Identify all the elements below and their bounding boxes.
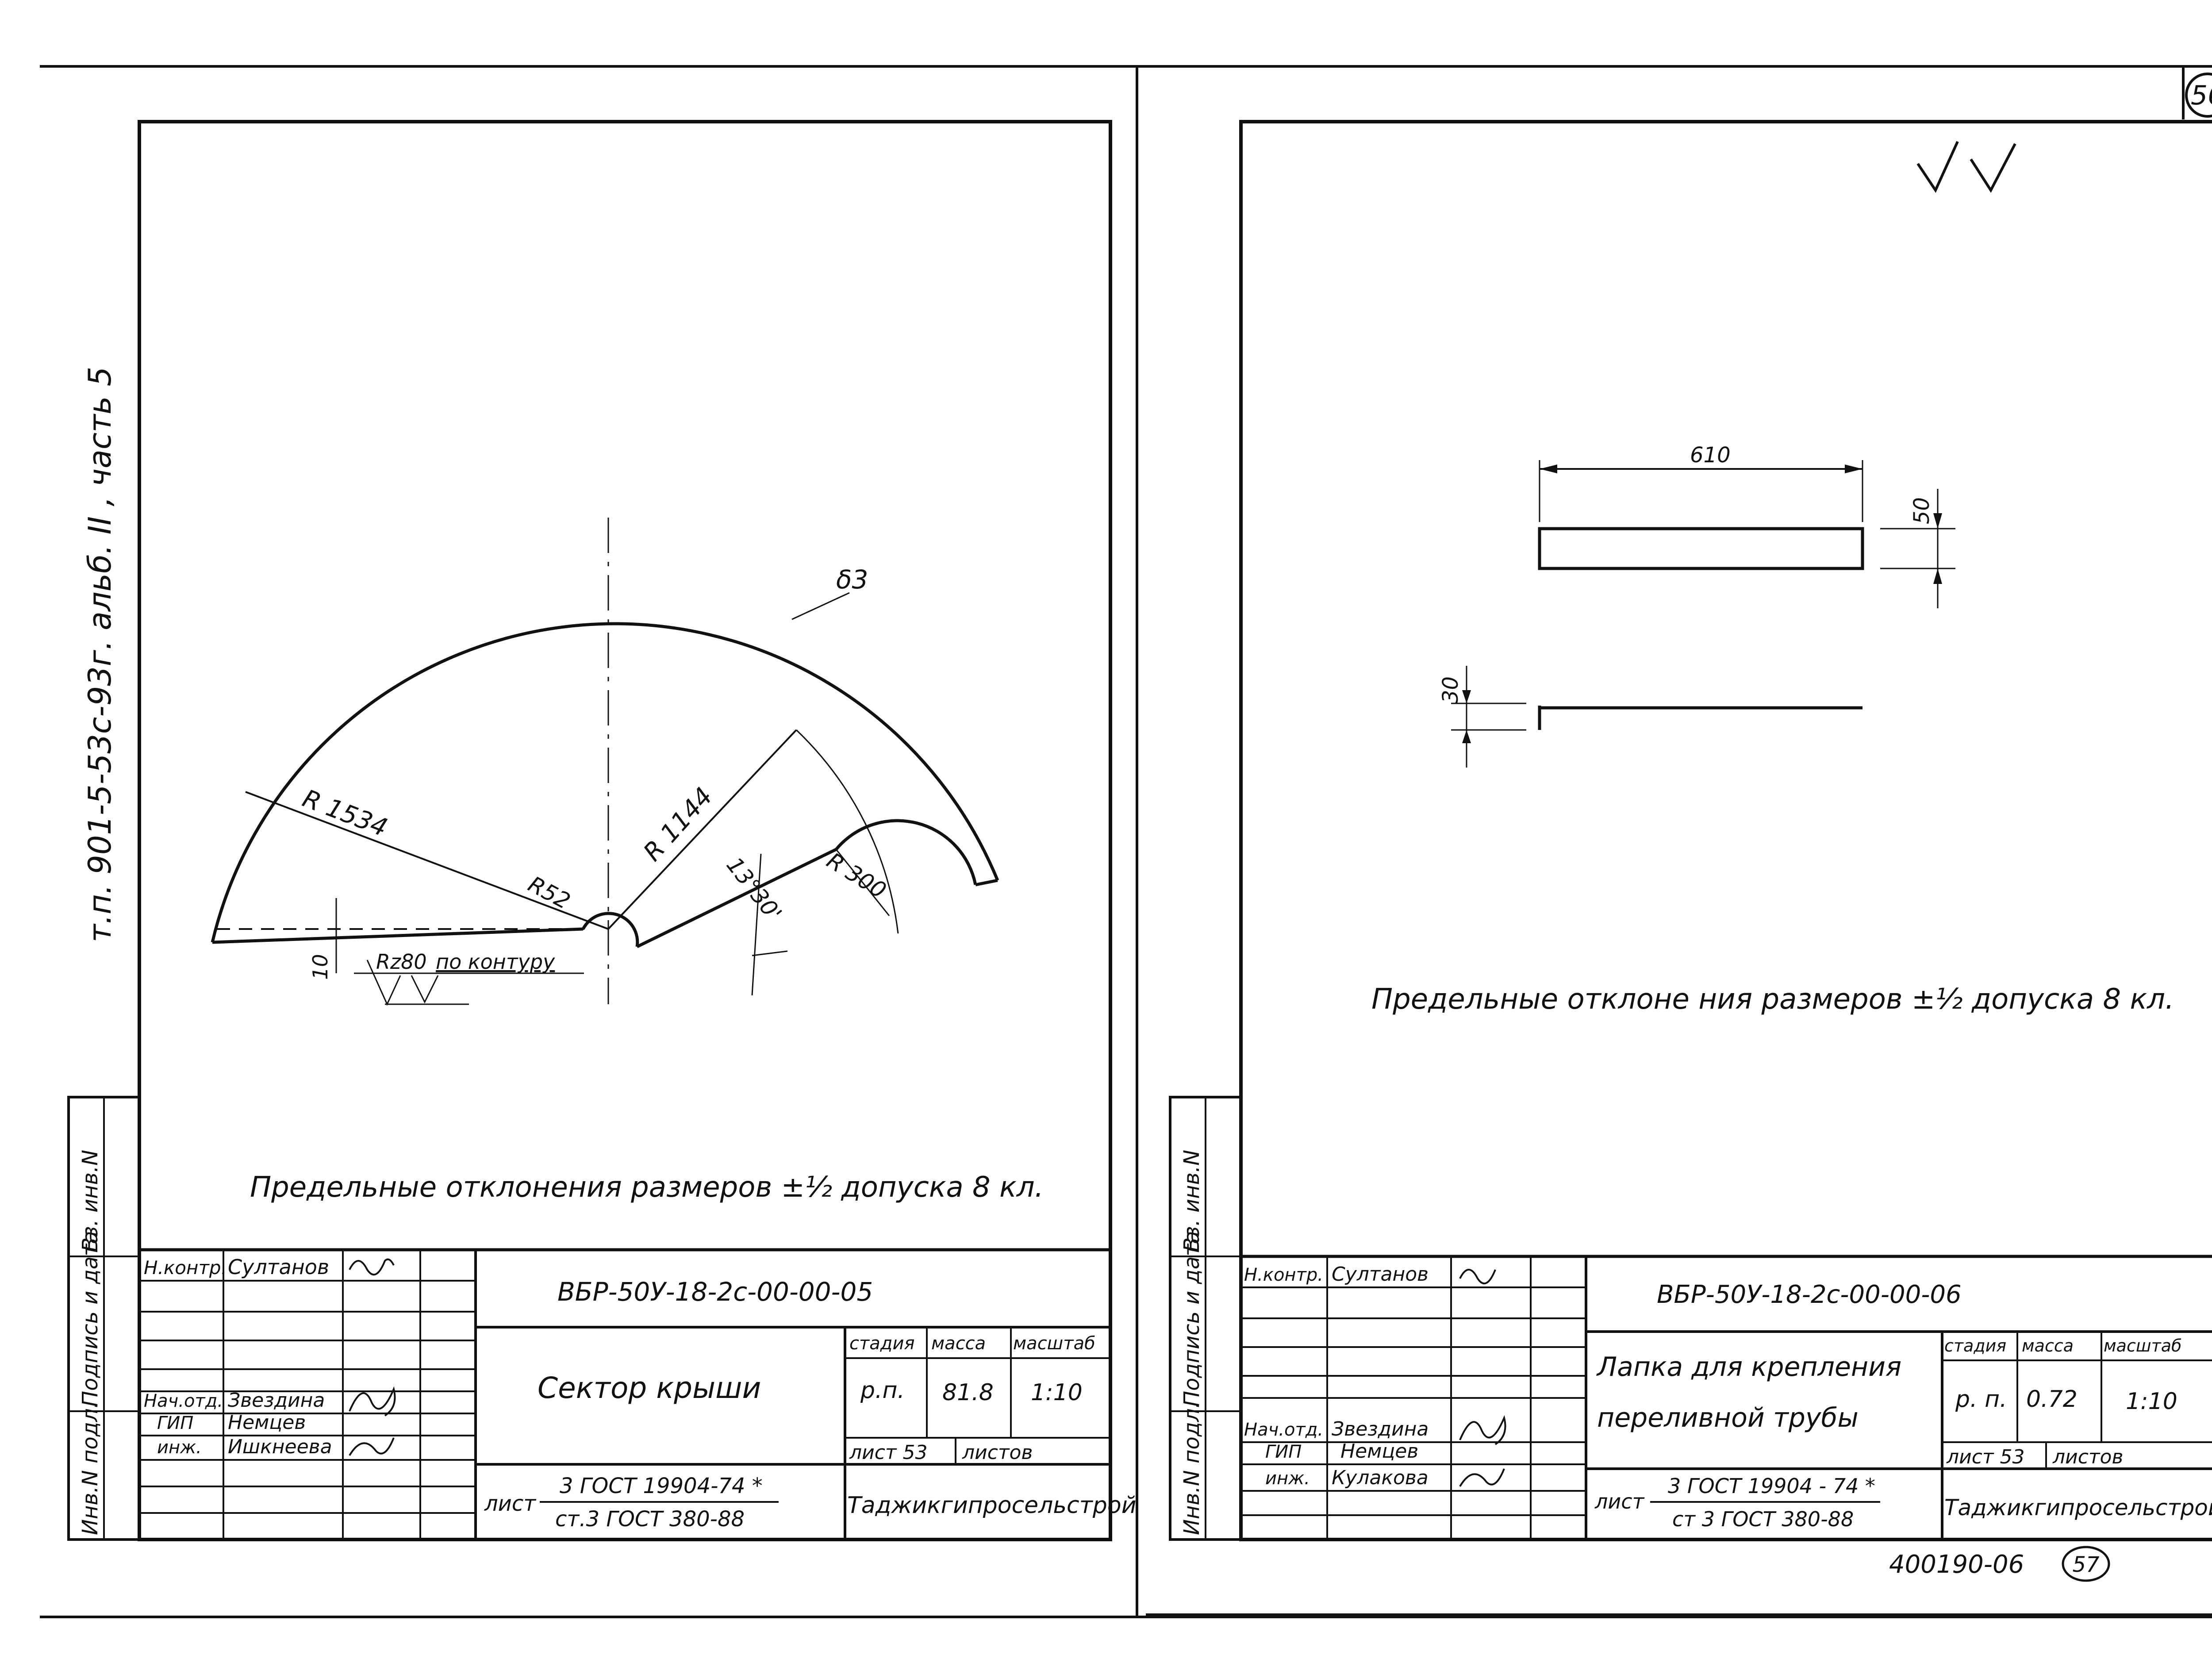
tolerance-note-right: Предельные отклоне ния размеров ±½ допус…: [1371, 983, 2174, 1016]
sheet-right-frame: [1239, 120, 2212, 1541]
doc-code-right: ВБР-50У-18-2с-00-00-06: [1657, 1280, 1962, 1309]
role-nkontr-left: Н.контр.: [144, 1257, 227, 1279]
dim-r300: R 300: [822, 848, 891, 904]
side-stamp-sign: Подпись и дата: [78, 1231, 103, 1407]
side-stamp-sign-right: Подпись и дата: [1179, 1231, 1204, 1407]
dim-angle: 13°30': [722, 852, 787, 926]
mass-value-left: 81.8: [942, 1379, 994, 1406]
dim-roughness: Rz80: [376, 950, 427, 974]
mass-label-left: масса: [931, 1333, 986, 1354]
mass-value-right: 0.72: [2026, 1386, 2078, 1413]
stage-value-right: р. п.: [1955, 1386, 2007, 1413]
scale-value-right: 1:10: [2126, 1388, 2177, 1415]
role-gip-right: ГИП: [1265, 1442, 1302, 1462]
stage-value-left: р.п.: [860, 1377, 905, 1404]
title-block-right: [1241, 1255, 2212, 1540]
side-stamp-inv-right: Инв.N подл.: [1179, 1401, 1204, 1535]
bottom-page-number: 57: [2072, 1552, 2100, 1577]
sheets-label-right: листов: [2052, 1446, 2123, 1468]
dim-height: 50: [1909, 497, 1934, 524]
sheet-left-frame: [138, 120, 1112, 1541]
doc-name-right-2: переливной трубы: [1597, 1402, 1859, 1433]
side-stamp-left: Инв.N подл. Подпись и дата Вз. инв.N: [67, 1096, 141, 1541]
organization-left: Таджикгипросельстрой: [847, 1492, 1137, 1519]
mass-label-right: масса: [2022, 1336, 2074, 1355]
doc-code-left: ВБР-50У-18-2с-00-00-05: [557, 1277, 873, 1307]
sheet-left: Инв.N подл. Подпись и дата Вз. инв.N: [67, 120, 1137, 1541]
sheet-right: Инв.N подл. Подпись и дата Вз. инв.N: [1146, 120, 2212, 1616]
title-block-left: [139, 1248, 1110, 1540]
dim-length: 610: [1690, 443, 1731, 468]
material-prefix-left: лист: [484, 1491, 537, 1516]
name-gip-left: Немцев: [228, 1411, 306, 1434]
scale-label-right: масштаб: [2104, 1336, 2181, 1355]
name-nkontr-left: Султанов: [228, 1255, 329, 1279]
doc-name-right-1: Лапка для крепления: [1596, 1351, 1901, 1382]
material-top-left: 3 ГОСТ 19904-74 *: [560, 1474, 763, 1498]
role-nkontr-right: Н.контр.: [1244, 1265, 1323, 1285]
dim-ten: 10: [308, 954, 332, 980]
scale-label-left: масштаб: [1013, 1333, 1095, 1354]
role-gip-left: ГИП: [157, 1413, 193, 1433]
scale-value-left: 1:10: [1031, 1379, 1083, 1406]
sheet-no-left: лист 53: [849, 1441, 928, 1464]
role-ingh-left: инж.: [157, 1437, 202, 1458]
organization-right: Таджикгипросельстрой: [1944, 1495, 2212, 1520]
outer-arc: [211, 622, 999, 943]
left-margin-note: т.п. 901-5-53с-93г. альб. II , часть 5: [82, 367, 118, 942]
name-nachotd-right: Звездина: [1332, 1418, 1429, 1440]
material-bottom-left: ст.3 ГОСТ 380-88: [555, 1507, 745, 1532]
side-stamp-right: Инв.N подл. Подпись и дата Вз. инв.N: [1169, 1096, 1242, 1541]
bottom-page-badge: 57: [2062, 1546, 2110, 1582]
signature-marks-left: [349, 1258, 396, 1456]
dim-r1534: R 1534: [299, 784, 391, 842]
stage-label-right: стадия: [1944, 1336, 2006, 1355]
sheets-label-left: листов: [962, 1441, 1033, 1464]
stage-label-left: стадия: [849, 1333, 915, 1354]
signature-marks-right: [1459, 1269, 1506, 1487]
material-bottom-right: ст 3 ГОСТ 380-88: [1672, 1507, 1854, 1531]
side-stamp-vz: Вз. инв.N: [78, 1150, 103, 1252]
tolerance-note-left: Предельные отклонения размеров ±½ допуск…: [250, 1171, 1044, 1204]
check-marks: [1916, 141, 2016, 193]
name-nkontr-right: Султанов: [1332, 1263, 1429, 1286]
lug-plate-drawing: [1451, 460, 1955, 768]
dim-thickness: δ3: [836, 564, 868, 595]
material-prefix-right: лист: [1594, 1490, 1645, 1513]
side-stamp-inv: Инв.N подл.: [78, 1401, 103, 1535]
material-top-right: 3 ГОСТ 19904 - 74 *: [1668, 1474, 1875, 1498]
name-nachotd-left: Звездина: [228, 1389, 325, 1412]
bottom-code: 400190-06: [1889, 1550, 2024, 1579]
side-stamp-vz-right: Вз. инв.N: [1179, 1150, 1204, 1252]
name-gip-right: Немцев: [1340, 1440, 1418, 1463]
role-nachotd-left: Нач.отд.: [144, 1391, 223, 1411]
roof-sector-drawing: [211, 518, 999, 1006]
cutout-arc: [835, 819, 977, 885]
name-ingh-right: Кулакова: [1332, 1467, 1429, 1489]
page-number-badge: 56: [2185, 73, 2212, 118]
page-number: 56: [2191, 80, 2212, 111]
dim-contour: по контуру: [436, 950, 555, 974]
name-ingh-left: Ишкнеева: [228, 1436, 332, 1458]
dim-plate-thickness: 30: [1438, 676, 1463, 703]
dim-r52: R52: [524, 871, 574, 914]
center-arc: [581, 912, 639, 947]
sheet-no-right: лист 53: [1946, 1446, 2025, 1468]
role-nachotd-right: Нач.отд.: [1244, 1420, 1323, 1440]
doc-name-left: Сектор крыши: [538, 1371, 761, 1405]
role-ingh-right: инж.: [1265, 1468, 1310, 1489]
